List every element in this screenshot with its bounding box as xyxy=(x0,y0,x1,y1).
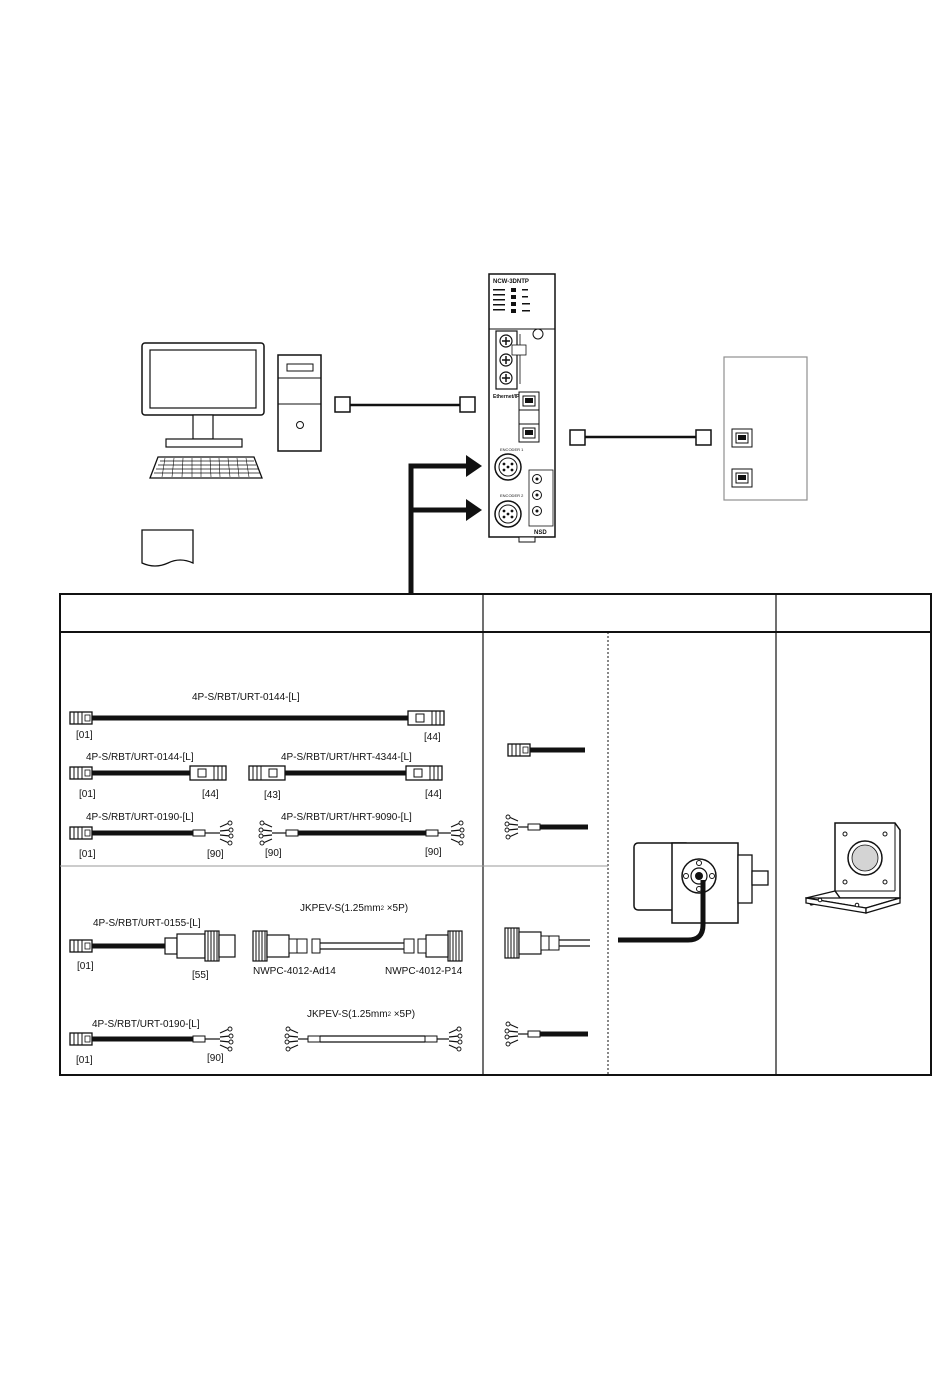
encoder-1-port xyxy=(494,453,522,481)
cable-row2a-end-right: [44] xyxy=(202,789,219,800)
cable-row4b xyxy=(252,930,463,962)
cable-row2b xyxy=(248,765,443,781)
lan-cable-pc xyxy=(334,396,476,413)
keyboard-icon xyxy=(149,456,263,479)
components-table xyxy=(59,593,932,1076)
converter-unit: NCW-3DNTP Ethernet/IP ENCODER 1 xyxy=(488,273,556,543)
encoder-cable-arrows xyxy=(408,455,482,595)
encoder-icon xyxy=(618,842,769,943)
cable-row5b-label: JKPEV-S(1.25mm2 ×5P) xyxy=(307,1009,416,1020)
cable-row1-end-left: [01] xyxy=(76,730,93,741)
cable-row4a xyxy=(69,930,236,962)
cable-row2a xyxy=(69,765,227,781)
connector-icon-m12 xyxy=(507,743,585,757)
ethernet-label: Ethernet/IP xyxy=(493,394,520,400)
cable-row5a xyxy=(69,1026,234,1052)
cable-row3b-label: 4P-S/RBT/URT/HRT-9090-[L] xyxy=(281,812,412,823)
terminal-block xyxy=(495,330,518,390)
cable-row2b-end-left: [43] xyxy=(264,790,281,801)
cable-row1-label: 4P-S/RBT/URT-0144-[L] xyxy=(192,692,300,703)
lan-cable-plc xyxy=(569,429,712,446)
encoder-2-label: ENCODER 2 xyxy=(500,493,524,498)
cable-row5a-end-right: [90] xyxy=(207,1053,224,1064)
encoder-2-port xyxy=(494,500,522,528)
encoder-1-label: ENCODER 1 xyxy=(500,447,524,452)
cable-row4b-label: JKPEV-S(1.25mm2 ×5P) xyxy=(300,903,409,914)
cable-row3b xyxy=(258,820,465,846)
cable-row4a-end-left: [01] xyxy=(77,961,94,972)
cable-row4b-end-left: NWPC-4012-Ad14 xyxy=(253,966,336,977)
cable-row3b-end-left: [90] xyxy=(265,848,282,859)
connector-icon-mil xyxy=(504,927,590,959)
tower-pc-icon xyxy=(277,354,322,452)
device-model-label: NCW-3DNTP xyxy=(493,279,529,285)
document-icon xyxy=(141,529,194,567)
cable-row1-end-right: [44] xyxy=(424,732,441,743)
cable-row4a-end-right: [55] xyxy=(192,970,209,981)
rotary-switches xyxy=(528,469,554,527)
cable-row3a-end-right: [90] xyxy=(207,849,224,860)
mounting-bracket-icon xyxy=(804,822,901,914)
cable-row4b-end-right: NWPC-4012-P14 xyxy=(385,966,463,977)
brand-logo: NSD xyxy=(534,530,547,536)
cable-row5a-label: 4P-S/RBT/URT-0190-[L] xyxy=(92,1019,200,1030)
cable-row2b-label: 4P-S/RBT/URT/HRT-4344-[L] xyxy=(281,752,412,763)
cable-row4a-label: 4P-S/RBT/URT-0155-[L] xyxy=(93,918,201,929)
cable-row3a-label: 4P-S/RBT/URT-0190-[L] xyxy=(86,812,194,823)
connector-icon-fan-2 xyxy=(504,1021,588,1047)
cable-row3a-end-left: [01] xyxy=(79,849,96,860)
plc-unit xyxy=(723,356,808,501)
cable-row3a xyxy=(69,820,234,846)
connector-icon-fan xyxy=(504,814,588,840)
cable-row5b xyxy=(284,1026,463,1052)
cable-row2a-end-left: [01] xyxy=(79,789,96,800)
cable-row5a-end-left: [01] xyxy=(76,1055,93,1066)
cable-row2a-label: 4P-S/RBT/URT-0144-[L] xyxy=(86,752,194,763)
cable-row2b-end-right: [44] xyxy=(425,789,442,800)
monitor-icon xyxy=(141,342,265,448)
cable-row1 xyxy=(69,710,445,726)
cable-row3b-end-right: [90] xyxy=(425,847,442,858)
